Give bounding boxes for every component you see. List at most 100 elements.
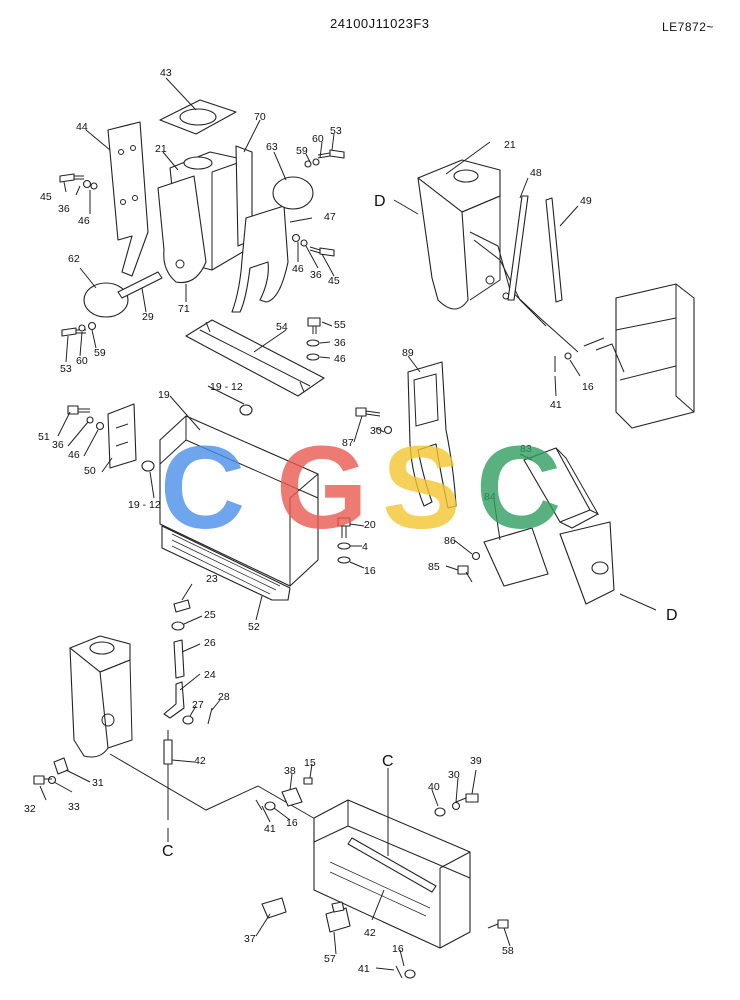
callout-46-left: 46 [78,215,90,227]
lever-24 [163,681,185,719]
callout-70: 70 [254,111,266,123]
callout-16-bottom: 16 [392,943,404,955]
nut-25 [171,621,185,631]
callout-36-right: 36 [310,269,322,281]
callout-16-mid: 16 [364,565,376,577]
callout-48: 48 [530,167,542,179]
rod-end-42 [163,739,173,765]
callout-60-bottom: 60 [76,355,88,367]
cap-19-12-b [141,460,155,472]
callout-44: 44 [76,121,88,133]
callout-57: 57 [324,953,336,965]
sleeve-26 [173,639,185,679]
callout-25: 25 [204,609,216,621]
bolt-55 [307,317,321,334]
callout-58: 58 [502,945,514,957]
block-38 [281,787,303,807]
document-reference: LE7872~ [662,20,714,34]
callout-30-bottom: 30 [448,769,460,781]
rod-49 [545,197,563,303]
callout-49: 49 [580,195,592,207]
callout-47: 47 [324,211,336,223]
mount-block [615,283,695,429]
callout-53-bottom: 53 [60,363,72,375]
guard-89 [407,361,457,509]
callout-c-right: C [382,753,394,770]
callout-24: 24 [204,669,216,681]
cover-disc-63 [272,176,314,210]
callout-41-bottom: 41 [358,963,370,975]
callout-45-left: 45 [40,191,52,203]
bracket-50 [107,403,137,469]
clip-37 [261,897,287,919]
callout-42-left: 42 [194,755,206,767]
callout-21-right: 21 [504,139,516,151]
bolt-45-left [59,173,84,183]
callout-29: 29 [142,311,154,323]
callout-40: 40 [428,781,440,793]
callout-26: 26 [204,637,216,649]
callout-16-top-right: 16 [582,381,594,393]
callout-4: 4 [362,541,368,553]
callout-36-mid: 36 [52,439,64,451]
callout-36-left: 36 [58,203,70,215]
callout-89: 89 [402,347,414,359]
bolt-53-top [317,149,345,159]
callout-39: 39 [470,755,482,767]
callout-55: 55 [334,319,346,331]
column-assembly-detail-d [393,141,695,429]
pedal-linkage-assembly [33,583,363,847]
callout-20: 20 [364,519,376,531]
callout-46-mid: 46 [68,449,80,461]
callout-52: 52 [248,621,260,633]
callout-51: 51 [38,431,50,443]
callout-50: 50 [84,465,96,477]
callout-41-top-right: 41 [550,399,562,411]
callout-23: 23 [206,573,218,585]
callout-19-12-top: 19 - 12 [210,381,243,393]
callout-21-top: 21 [155,143,167,155]
callout-41-mid: 41 [264,823,276,835]
callout-38: 38 [284,765,296,777]
callout-d-top: D [374,193,386,210]
callout-27: 27 [192,699,204,711]
callout-87: 87 [342,437,354,449]
callout-c-left: C [162,843,174,860]
cover-disc-62 [83,282,129,318]
callout-36-stack: 36 [334,337,346,349]
callout-71: 71 [178,303,190,315]
callout-59-top: 59 [296,145,308,157]
callout-54: 54 [276,321,288,333]
right-bracket-47 [231,205,289,313]
callout-30-mid: 30 [370,425,382,437]
callout-19: 19 [158,389,170,401]
callout-85: 85 [428,561,440,573]
console-upper-assembly [59,77,345,397]
lower-housing-assembly [57,385,365,621]
callout-86: 86 [444,535,456,547]
callout-84: 84 [484,491,496,503]
callout-28: 28 [218,691,230,703]
callout-16-lower: 16 [286,817,298,829]
callout-62: 62 [68,253,80,265]
callout-33: 33 [68,801,80,813]
callout-19-12-bottom: 19 - 12 [128,499,161,511]
callout-37: 37 [244,933,256,945]
callout-d-bottom: D [666,607,678,624]
callout-15: 15 [304,757,316,769]
callout-31: 31 [92,777,104,789]
callout-42-right: 42 [364,927,376,939]
cap-19-12-a [239,404,253,416]
callout-63: 63 [266,141,278,153]
linkage-rod-42 [347,837,437,893]
box-83 [523,447,591,523]
callout-46-stack: 46 [334,353,346,365]
callout-60-top: 60 [312,133,324,145]
callout-32: 32 [24,803,36,815]
callout-46-right: 46 [292,263,304,275]
callout-45-right: 45 [328,275,340,287]
front-plate-71 [157,175,207,284]
callout-83: 83 [520,443,532,455]
